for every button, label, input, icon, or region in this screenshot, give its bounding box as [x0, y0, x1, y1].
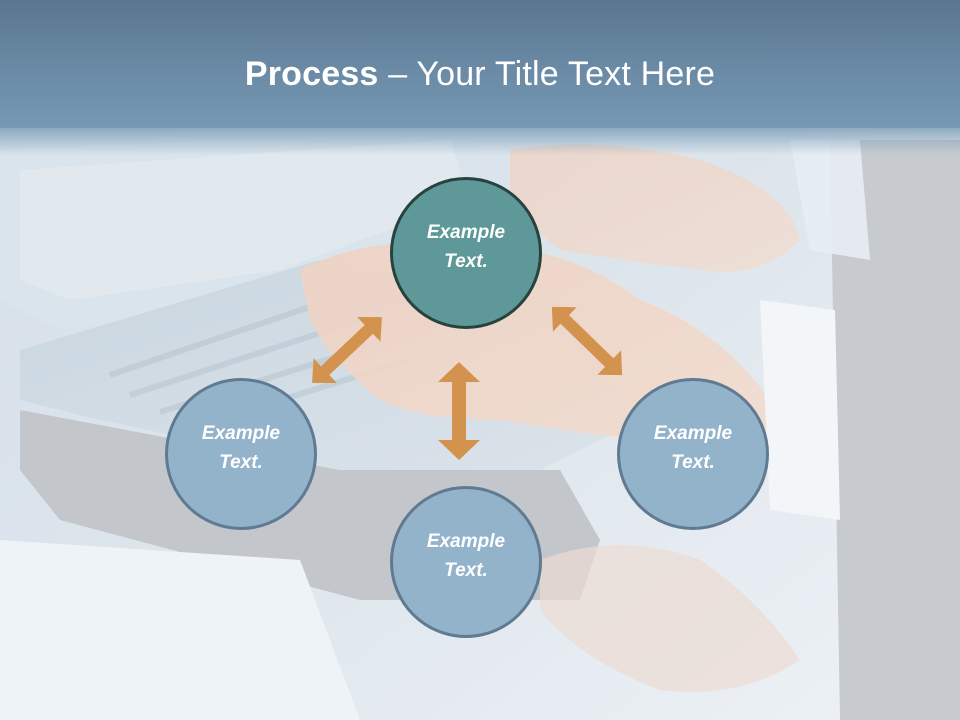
- double-arrow-top-right-icon: [551, 306, 623, 376]
- title-band-fade: [0, 125, 960, 155]
- node-label: Example Text.: [406, 527, 526, 585]
- node-label-line2: Text.: [444, 251, 488, 272]
- slide-title: Process – Your Title Text Here: [0, 52, 960, 96]
- title-band: [0, 0, 960, 128]
- node-label-line1: Example: [426, 531, 506, 552]
- node-label-line2: Text.: [671, 452, 715, 473]
- node-label-line1: Example: [426, 222, 506, 243]
- title-rest-part: – Your Title Text Here: [378, 55, 716, 93]
- process-node-left[interactable]: Example Text.: [165, 378, 317, 530]
- node-label: Example Text.: [406, 218, 526, 276]
- node-label: Example Text.: [633, 419, 753, 477]
- node-label: Example Text.: [181, 419, 301, 477]
- process-node-right[interactable]: Example Text.: [617, 378, 769, 530]
- node-label-line1: Example: [201, 423, 281, 444]
- node-label-line2: Text.: [444, 560, 488, 581]
- node-label-line2: Text.: [219, 452, 263, 473]
- process-node-bottom[interactable]: Example Text.: [390, 486, 542, 638]
- node-label-line1: Example: [653, 423, 733, 444]
- double-arrow-top-left-icon: [312, 317, 382, 383]
- title-bold-part: Process: [244, 55, 379, 93]
- process-node-top[interactable]: Example Text.: [390, 177, 542, 329]
- double-arrow-vertical-icon: [438, 362, 480, 460]
